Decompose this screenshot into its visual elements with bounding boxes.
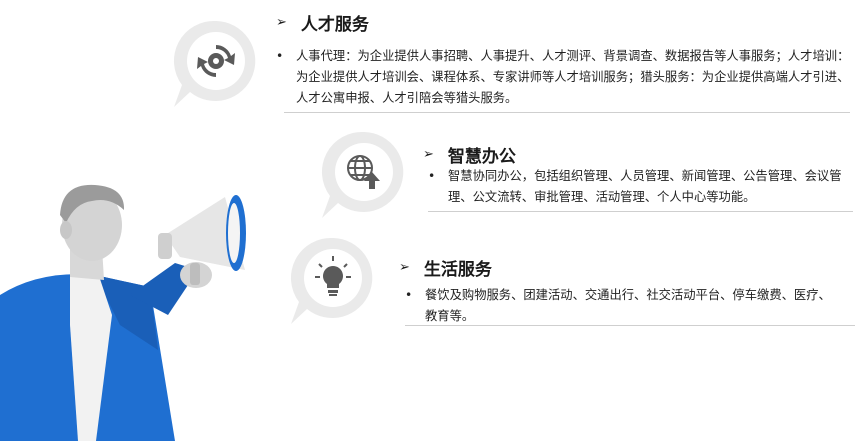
bullet-dot: •: [405, 288, 413, 302]
section-title: ➢ 智慧办公: [423, 142, 516, 167]
section-title: ➢ 生活服务: [399, 255, 492, 280]
bullet-dot: •: [276, 49, 284, 63]
gear-refresh-icon: [197, 45, 235, 77]
bullet-dot: •: [428, 169, 436, 183]
section-divider: [405, 325, 855, 326]
upload-arrow-icon: [364, 172, 380, 189]
speech-bubble-2: [321, 131, 404, 218]
section-description: • 智慧协同办公，包括组织管理、人员管理、新闻管理、公告管理、会议管理、公文流转…: [428, 166, 853, 208]
section-title: ➢ 人才服务: [276, 10, 369, 35]
globe-upload-icon: [347, 155, 373, 181]
arrow-bullet-icon: ➢: [276, 15, 287, 30]
speech-bubble-1: [173, 20, 256, 107]
section-description: • 餐饮及购物服务、团建活动、交通出行、社交活动平台、停车缴费、医疗、教育等。: [405, 285, 833, 327]
section-divider: [428, 211, 853, 212]
section-description-text: 餐饮及购物服务、团建活动、交通出行、社交活动平台、停车缴费、医疗、教育等。: [425, 288, 831, 323]
section-title-text: 人才服务: [300, 15, 369, 35]
arrow-bullet-icon: ➢: [423, 147, 434, 162]
section-divider: [284, 112, 850, 113]
section-title-text: 生活服务: [423, 260, 492, 280]
arrow-bullet-icon: ➢: [399, 260, 410, 275]
section-title-text: 智慧办公: [447, 147, 516, 167]
speech-bubble-3: [290, 237, 373, 324]
section-description: • 人事代理：为企业提供人事招聘、人事提升、人才测评、背景调查、数据报告等人事服…: [276, 46, 850, 109]
person-with-megaphone-illustration: [0, 184, 246, 441]
section-description-text: 人事代理：为企业提供人事招聘、人事提升、人才测评、背景调查、数据报告等人事服务；…: [296, 49, 850, 105]
section-description-text: 智慧协同办公，包括组织管理、人员管理、新闻管理、公告管理、会议管理、公文流转、审…: [448, 169, 842, 204]
lightbulb-icon: [315, 256, 351, 296]
